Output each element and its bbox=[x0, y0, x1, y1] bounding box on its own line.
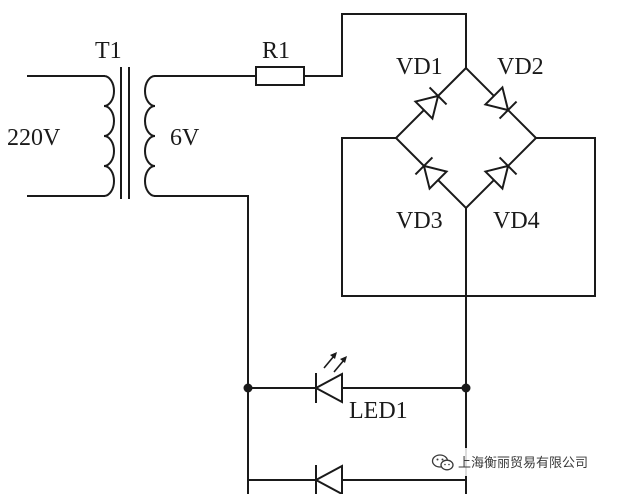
resistor-r1: R1 bbox=[154, 13, 467, 86]
diode-vd1 bbox=[413, 86, 448, 121]
primary-voltage-label: 220V bbox=[7, 125, 61, 151]
junction-left bbox=[243, 383, 253, 393]
bridge-rectifier: VD1 VD2 VD3 VD4 bbox=[341, 54, 596, 297]
diode-vd2 bbox=[483, 85, 518, 120]
secondary-winding bbox=[144, 74, 157, 198]
resistor-label: R1 bbox=[262, 38, 290, 64]
led-triangle bbox=[313, 372, 343, 404]
vd1-label: VD1 bbox=[396, 54, 443, 80]
diode-vd4 bbox=[483, 156, 518, 191]
wire-secondary-down bbox=[154, 195, 249, 494]
primary-winding bbox=[27, 74, 115, 198]
secondary-voltage-label: 6V bbox=[170, 125, 200, 151]
vd4-label: VD4 bbox=[493, 208, 540, 234]
watermark: 上海衡丽贸易有限公司 bbox=[428, 448, 626, 476]
wechat-icon bbox=[431, 454, 454, 471]
led1: LED1 bbox=[247, 352, 467, 424]
bridge-diamond bbox=[394, 66, 538, 210]
vd3-label: VD3 bbox=[396, 208, 443, 234]
diode-vd3 bbox=[414, 156, 449, 191]
led-label: LED1 bbox=[349, 398, 408, 424]
led-light-arrows bbox=[323, 352, 347, 373]
bridge-outer-wires bbox=[341, 137, 596, 297]
resistor-body bbox=[255, 66, 305, 86]
bottom-diode bbox=[247, 464, 467, 494]
watermark-text: 上海衡丽贸易有限公司 bbox=[458, 456, 588, 471]
transformer-t1: T1 220V 6V bbox=[7, 38, 200, 199]
junction-right bbox=[461, 383, 471, 393]
vd2-label: VD2 bbox=[497, 54, 544, 80]
transformer-label: T1 bbox=[95, 38, 122, 64]
wire-top bbox=[154, 13, 467, 77]
